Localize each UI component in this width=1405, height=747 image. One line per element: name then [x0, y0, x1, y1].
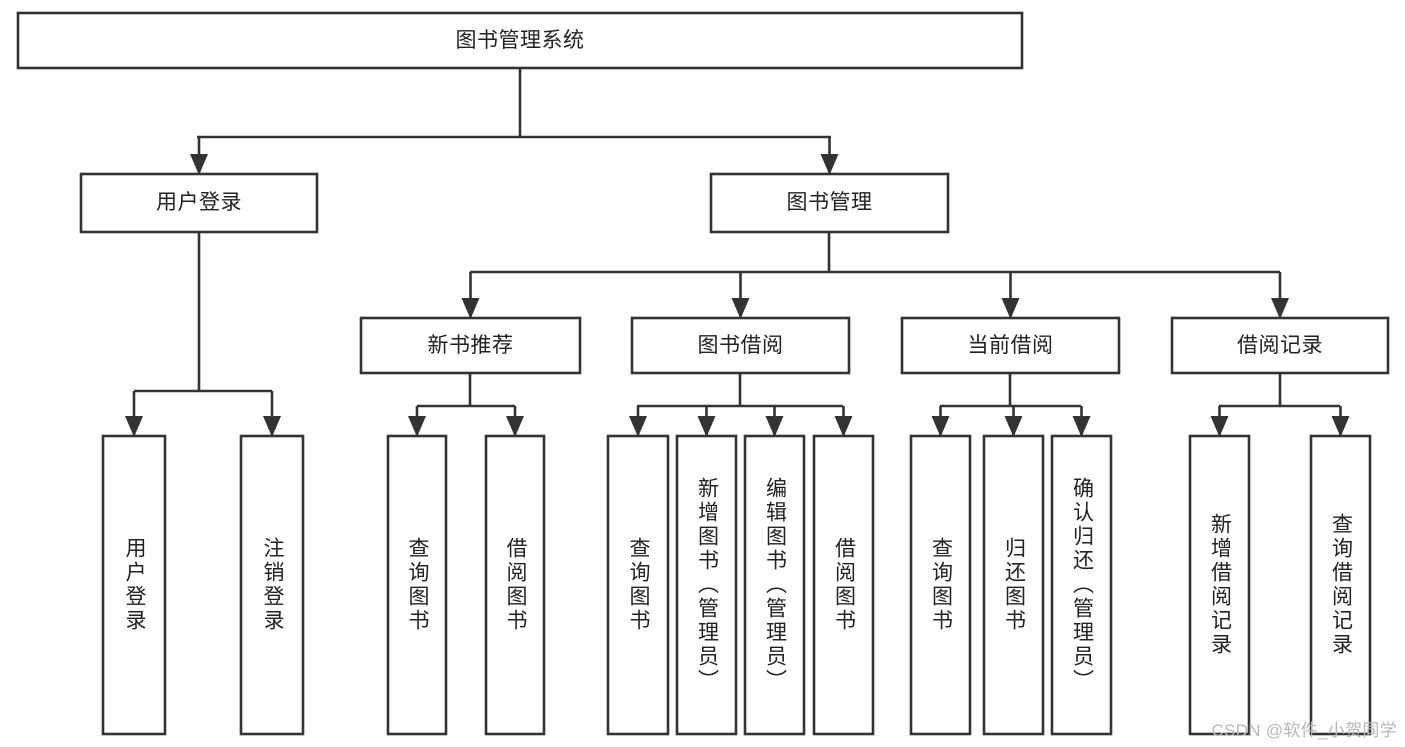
node-box-leaf-user-login[interactable]	[101, 434, 167, 736]
arrow-icon-book-borrow	[731, 298, 750, 319]
node-box-leaf-confirm-return[interactable]	[1050, 434, 1113, 736]
node-box-user-login[interactable]	[79, 172, 319, 234]
node-box-leaf-return-book[interactable]	[982, 434, 1045, 736]
node-box-leaf-query-book-1[interactable]	[386, 434, 448, 736]
node-box-current-borrow[interactable]	[900, 316, 1121, 375]
node-box-book-manage[interactable]	[709, 172, 950, 234]
node-box-root[interactable]	[16, 11, 1024, 70]
node-box-leaf-borrow-book-1[interactable]	[484, 434, 546, 736]
arrow-icon-leaf-query-record	[1331, 416, 1350, 437]
arrow-icon-leaf-query-book-3	[931, 416, 950, 437]
arrow-icon-leaf-query-book-1	[408, 416, 426, 437]
connectors-layer	[125, 68, 1350, 437]
node-box-book-borrow[interactable]	[630, 316, 851, 375]
arrow-icon-book-manage	[820, 154, 839, 175]
arrow-icon-leaf-add-record	[1210, 416, 1229, 437]
node-box-leaf-add-record[interactable]	[1188, 434, 1251, 736]
node-box-leaf-borrow-book-2[interactable]	[812, 434, 875, 736]
arrow-icon-leaf-user-login	[125, 416, 143, 437]
node-box-leaf-query-book-2[interactable]	[606, 434, 670, 736]
watermark-text: CSDN @软件_小贺同学	[1211, 721, 1397, 740]
node-box-leaf-query-record[interactable]	[1309, 434, 1372, 736]
node-box-leaf-logout[interactable]	[239, 434, 305, 736]
arrow-icon-user-login	[190, 154, 208, 175]
node-boxes-layer	[16, 11, 1390, 736]
arrow-icon-leaf-borrow-book-1	[506, 416, 524, 437]
arrow-icon-leaf-query-book-2	[629, 416, 647, 437]
arrow-icon-borrow-record	[1271, 298, 1289, 319]
arrow-icon-leaf-edit-book	[765, 416, 784, 437]
node-box-borrow-record[interactable]	[1170, 316, 1390, 375]
node-box-leaf-add-book[interactable]	[675, 434, 738, 736]
arrow-icon-new-book-rec	[461, 298, 480, 319]
node-box-new-book-rec[interactable]	[359, 316, 582, 375]
node-box-leaf-edit-book[interactable]	[743, 434, 806, 736]
node-box-leaf-query-book-3[interactable]	[909, 434, 972, 736]
arrow-icon-leaf-add-book	[697, 416, 716, 437]
arrow-icon-leaf-confirm-return	[1072, 416, 1091, 437]
arrow-icon-leaf-borrow-book-2	[834, 416, 853, 437]
arrow-icon-leaf-logout	[263, 416, 281, 437]
arrow-icon-leaf-return-book	[1004, 416, 1023, 437]
arrow-icon-current-borrow	[1001, 298, 1020, 319]
